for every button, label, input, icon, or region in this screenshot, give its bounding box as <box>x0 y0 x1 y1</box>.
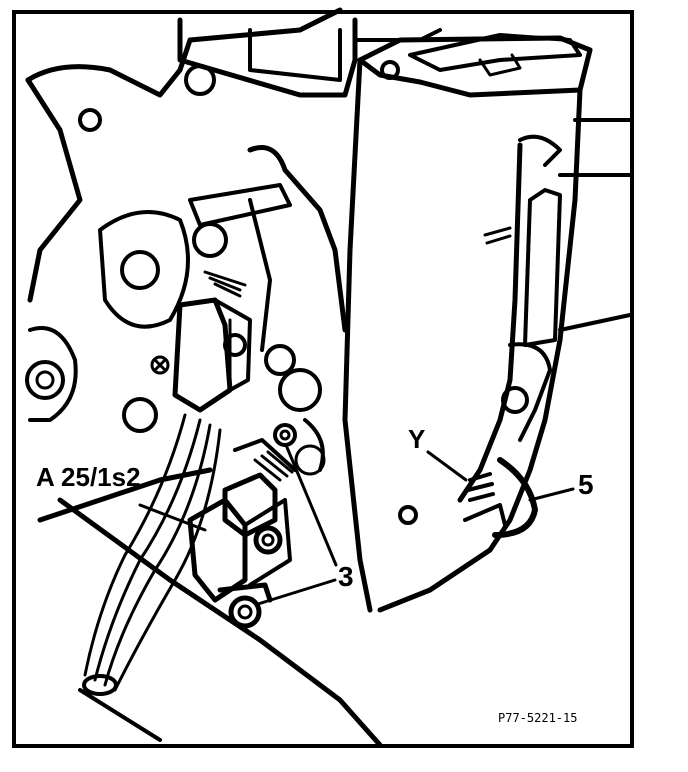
leader-3a <box>284 443 338 567</box>
bearing-icon <box>120 250 160 290</box>
leader-y <box>426 450 468 482</box>
label-component: A 25/1s2 <box>36 462 141 492</box>
mount-hole-icon <box>398 505 418 525</box>
label-screws: 3 <box>338 561 354 592</box>
pedal-housing <box>342 33 632 613</box>
slot-guide <box>523 188 562 347</box>
figure-code: P77-5221-15 <box>498 711 577 725</box>
leader-5 <box>528 487 575 502</box>
mount-hole-icon <box>78 108 102 132</box>
figure-frame <box>12 10 634 748</box>
screw-head-icon <box>150 355 170 375</box>
leader-a25 <box>138 503 207 532</box>
label-part-5: 5 <box>578 469 594 500</box>
spring-icon <box>253 450 294 482</box>
stop-lamp-switch <box>187 423 297 629</box>
label-y: Y <box>408 424 425 454</box>
leader-lines <box>138 443 575 606</box>
screw-head-icon <box>228 595 262 629</box>
spring-icon <box>203 270 247 298</box>
base-plate <box>25 7 383 748</box>
mechanism-plate <box>98 145 348 476</box>
mount-hole-icon <box>25 360 65 400</box>
wire-harness <box>82 413 222 696</box>
mount-hole-icon <box>122 397 158 433</box>
leader-3b <box>256 578 337 606</box>
pedal-stop-part <box>463 457 538 538</box>
